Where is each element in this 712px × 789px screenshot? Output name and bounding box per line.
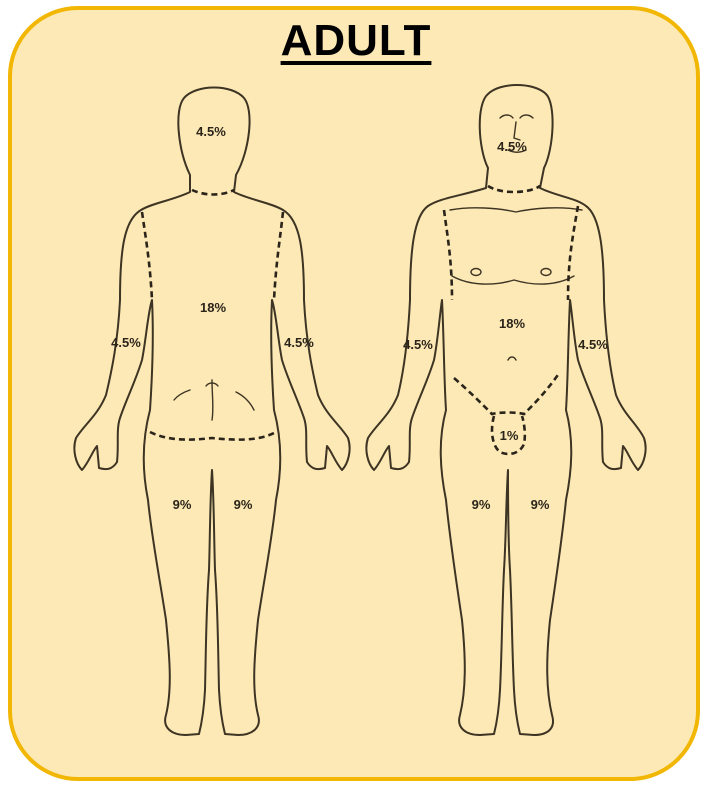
back-right-leg-pct: 9% bbox=[234, 497, 253, 512]
back-head-pct: 4.5% bbox=[196, 124, 226, 139]
back-left-leg-pct: 9% bbox=[173, 497, 192, 512]
front-right-leg-pct: 9% bbox=[531, 497, 550, 512]
back-view-figure bbox=[74, 88, 349, 736]
front-view-figure bbox=[366, 85, 645, 735]
back-right-arm-pct: 4.5% bbox=[284, 335, 314, 350]
front-left-leg-pct: 9% bbox=[472, 497, 491, 512]
front-trunk-pct: 18% bbox=[499, 316, 525, 331]
front-right-arm-pct: 4.5% bbox=[578, 337, 608, 352]
front-head-pct: 4.5% bbox=[497, 139, 527, 154]
front-left-arm-pct: 4.5% bbox=[403, 337, 433, 352]
back-trunk-pct: 18% bbox=[200, 300, 226, 315]
front-body-silhouette bbox=[366, 85, 645, 735]
back-left-arm-pct: 4.5% bbox=[111, 335, 141, 350]
back-body-silhouette bbox=[74, 88, 349, 736]
front-genitals-pct: 1% bbox=[500, 428, 519, 443]
